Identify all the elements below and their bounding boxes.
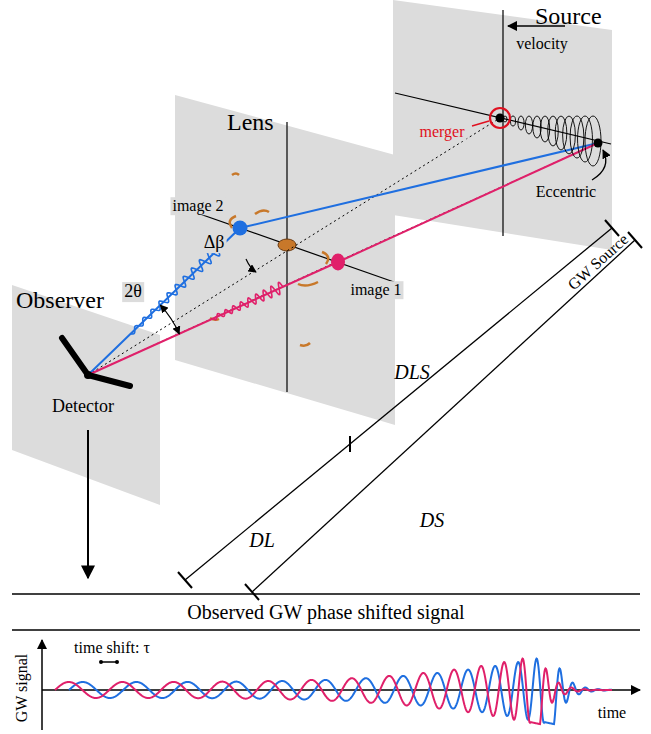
image-label: image 2 (170, 197, 225, 215)
lens-plane: Lens (175, 95, 395, 425)
dimension-tick (178, 572, 192, 588)
distance-label: DS (420, 509, 444, 531)
distance-label: DL (249, 529, 275, 551)
source-label: Eccentric (534, 183, 598, 201)
image-dot (331, 254, 345, 271)
merger-label: merger (417, 123, 466, 141)
y-axis (41, 640, 43, 730)
plane-shape (175, 95, 395, 425)
panel-title: Observed GW phase shifted signal (187, 601, 464, 623)
angle-label: 2θ (122, 282, 144, 302)
merger-point (496, 114, 505, 123)
dimension-tick (349, 436, 351, 452)
image-label: image 1 (348, 281, 403, 299)
distance-label: DLS (394, 361, 430, 383)
dimension-tick (245, 584, 259, 600)
dimension-tick (628, 232, 642, 248)
detector-point (84, 371, 92, 379)
separator-line (12, 629, 640, 630)
axis-label: GW signal (13, 654, 31, 723)
lens-galaxy (278, 239, 296, 251)
plane-fill (393, 0, 612, 250)
axis-line (286, 122, 287, 392)
plane-title: Lens (227, 109, 274, 135)
time-shift-end (115, 660, 119, 664)
axis-line (502, 10, 503, 236)
gw-signal-curves (55, 659, 612, 724)
time-shift-end (99, 660, 103, 664)
angle-label: Δβ (202, 233, 227, 253)
signal-image-1 (55, 659, 612, 724)
separator-line (12, 593, 640, 594)
time-shift-bar (101, 661, 117, 663)
axis-label: time (598, 704, 626, 722)
detector-label: Detector (52, 397, 114, 417)
plane-fill (12, 285, 160, 505)
plane-title: Source (535, 3, 602, 29)
velocity-label: velocity (514, 35, 570, 53)
plane-fill (175, 95, 395, 425)
source-point (594, 139, 603, 148)
plane-title: Observer (16, 287, 104, 313)
time-shift-label: time shift: τ (72, 639, 152, 657)
output-arrow (87, 430, 89, 578)
observer-plane: ObserverDetector (12, 285, 160, 505)
image-dot (233, 221, 248, 236)
plane-shape (12, 285, 160, 505)
